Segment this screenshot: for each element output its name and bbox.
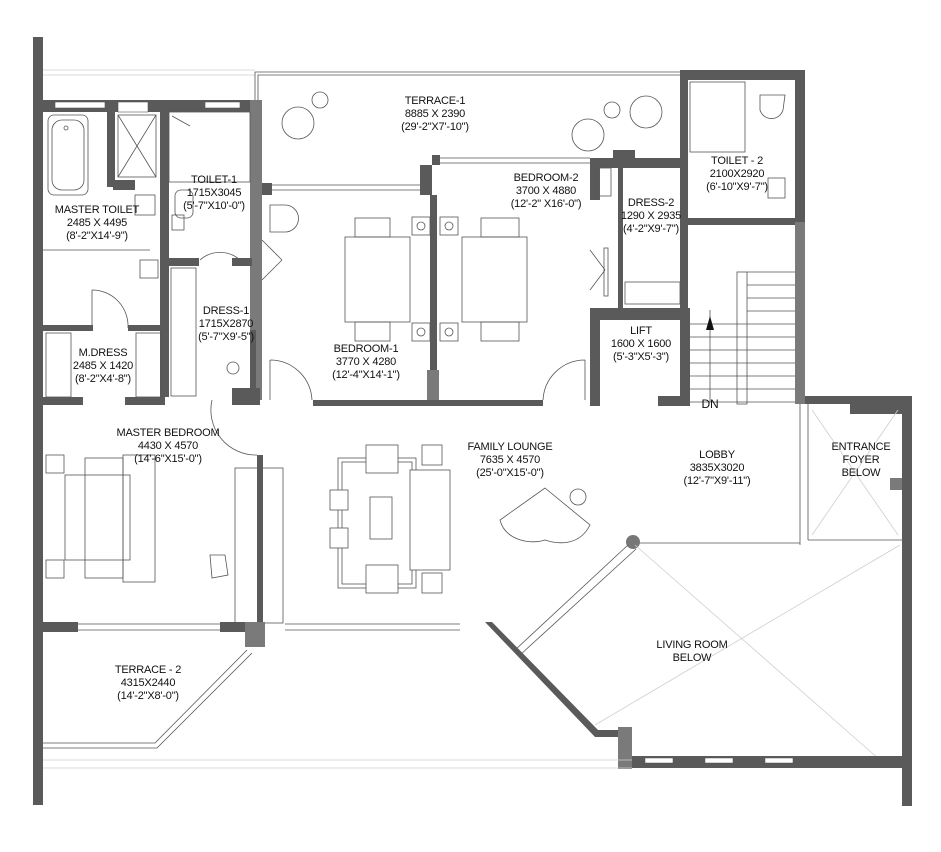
room-name: LIFT	[630, 325, 652, 337]
room-label-m-dress: M.DRESS 2485 X 1420 (8'-2"X4'-8")	[73, 347, 133, 386]
room-name: ENTRANCE	[831, 441, 891, 453]
room-dimensions-ft: (12'-7"X9'-11")	[683, 475, 751, 487]
room-dimensions-ft: (8'-2"X14'-9")	[66, 230, 128, 242]
stair-direction-arrow-icon	[706, 316, 714, 330]
room-name: LOBBY	[699, 449, 735, 461]
sofa-set	[329, 444, 451, 594]
room-label-master-toilet: MASTER TOILET 2485 X 4495 (8'-2"X14'-9")	[54, 204, 140, 243]
room-label-master-bedroom: MASTER BEDROOM 4430 X 4570 (14'-6"X15'-0…	[117, 427, 220, 466]
room-name: TERRACE-1	[404, 95, 466, 107]
room-dimensions-mm: 2485 X 4495	[66, 217, 128, 229]
room-dimensions-ft: (5'-7"X10'-0")	[183, 200, 245, 212]
room-label-bedroom-2: BEDROOM-2 3700 X 4880 (12'-2" X16'-0")	[511, 172, 582, 211]
room-dimensions-ft: (29'-2"X7'-10")	[401, 121, 469, 133]
room-dimensions-mm: 2100X2920	[709, 168, 765, 180]
room-name: TOILET - 2	[710, 155, 764, 167]
room-dimensions-ft: (14'-6"X15'-0")	[134, 453, 202, 465]
room-dimensions-mm: 1715X3045	[186, 187, 242, 199]
room-name: FAMILY LOUNGE	[467, 441, 553, 453]
room-label-bedroom-1: BEDROOM-1 3770 X 4280 (12'-4"X14'-1")	[332, 343, 400, 382]
room-label-dress-2: DRESS-2 1290 X 2935 (4'-2"X9'-7")	[621, 197, 681, 236]
room-dimensions-mm: 1290 X 2935	[620, 210, 682, 222]
wardrobe-dress-1	[170, 267, 197, 397]
room-name: BEDROOM-2	[513, 172, 579, 184]
room-label-entrance-foyer: ENTRANCE FOYER BELOW	[832, 441, 891, 480]
room-note: BELOW	[672, 652, 712, 664]
room-dimensions-ft: (12'-4"X14'-1")	[332, 369, 400, 381]
room-dimensions-ft: (5'-7"X9'-5")	[198, 331, 254, 343]
room-dimensions-mm: 1715X2870	[198, 318, 254, 330]
wall-slanted	[460, 622, 622, 737]
column	[626, 535, 640, 549]
room-dimensions-ft: (8'-2"X4'-8")	[75, 373, 131, 385]
room-note: BELOW	[841, 467, 881, 479]
room-label-toilet-2: TOILET - 2 2100X2920 (6'-10"X9'-7")	[706, 155, 768, 194]
room-dimensions-mm: 4430 X 4570	[137, 440, 199, 452]
room-dimensions-mm: 3835X3020	[689, 462, 745, 474]
room-dimensions-mm: 3770 X 4280	[335, 356, 397, 368]
room-dimensions-ft: (12'-2" X16'-0")	[510, 198, 582, 210]
room-label-dress-1: DRESS-1 1715X2870 (5'-7"X9'-5")	[198, 305, 254, 344]
room-name: MASTER BEDROOM	[116, 427, 220, 439]
room-label-lift: LIFT 1600 X 1600 (5'-3"X5'-3")	[611, 325, 671, 364]
room-dimensions-mm: 2485 X 1420	[72, 360, 134, 372]
room-dimensions-ft: (25'-0"X15'-0")	[476, 467, 544, 479]
bed-bedroom-2	[439, 216, 528, 342]
room-dimensions-mm: 1600 X 1600	[610, 338, 672, 350]
room-dimensions-ft: (5'-3"X5'-3")	[613, 351, 669, 363]
room-name: DRESS-2	[627, 197, 675, 209]
bed-bedroom-1	[344, 216, 431, 342]
room-name: M.DRESS	[78, 347, 128, 359]
room-name: LIVING ROOM	[656, 639, 728, 651]
room-label-toilet-1: TOILET-1 1715X3045 (5'-7"X10'-0")	[183, 174, 245, 213]
room-label-living-room: LIVING ROOM BELOW	[656, 639, 727, 665]
room-name: BEDROOM-1	[333, 343, 399, 355]
room-label-terrace-1: TERRACE-1 8885 X 2390 (29'-2"X7'-10")	[401, 95, 469, 134]
room-name: MASTER TOILET	[54, 204, 140, 216]
room-dimensions-mm: 3700 X 4880	[515, 185, 577, 197]
room-dimensions-ft: (4'-2"X9'-7")	[623, 223, 679, 235]
room-dimensions-ft: (14'-2"X8'-0")	[117, 690, 179, 702]
room-name: TERRACE - 2	[114, 664, 182, 676]
room-dimensions-mm: 8885 X 2390	[404, 108, 466, 120]
room-name: DRESS-1	[202, 305, 250, 317]
room-name: FOYER	[842, 454, 880, 466]
wall-left-outer	[33, 37, 43, 805]
bed-master-bedroom	[64, 454, 156, 583]
room-name: TOILET-1	[191, 174, 237, 186]
room-label-lobby: LOBBY 3835X3020 (12'-7"X9'-11")	[684, 449, 751, 488]
room-dimensions-mm: 4315X2440	[120, 677, 176, 689]
room-label-terrace-2: TERRACE - 2 4315X2440 (14'-2"X8'-0")	[115, 664, 181, 703]
room-dimensions-ft: (6'-10"X9'-7")	[706, 181, 768, 193]
stair-down-label: DN	[701, 397, 719, 411]
room-dimensions-mm: 7635 X 4570	[479, 454, 541, 466]
room-label-family-lounge: FAMILY LOUNGE 7635 X 4570 (25'-0"X15'-0"…	[467, 441, 552, 480]
staircase	[690, 271, 795, 405]
grand-piano	[499, 487, 591, 544]
